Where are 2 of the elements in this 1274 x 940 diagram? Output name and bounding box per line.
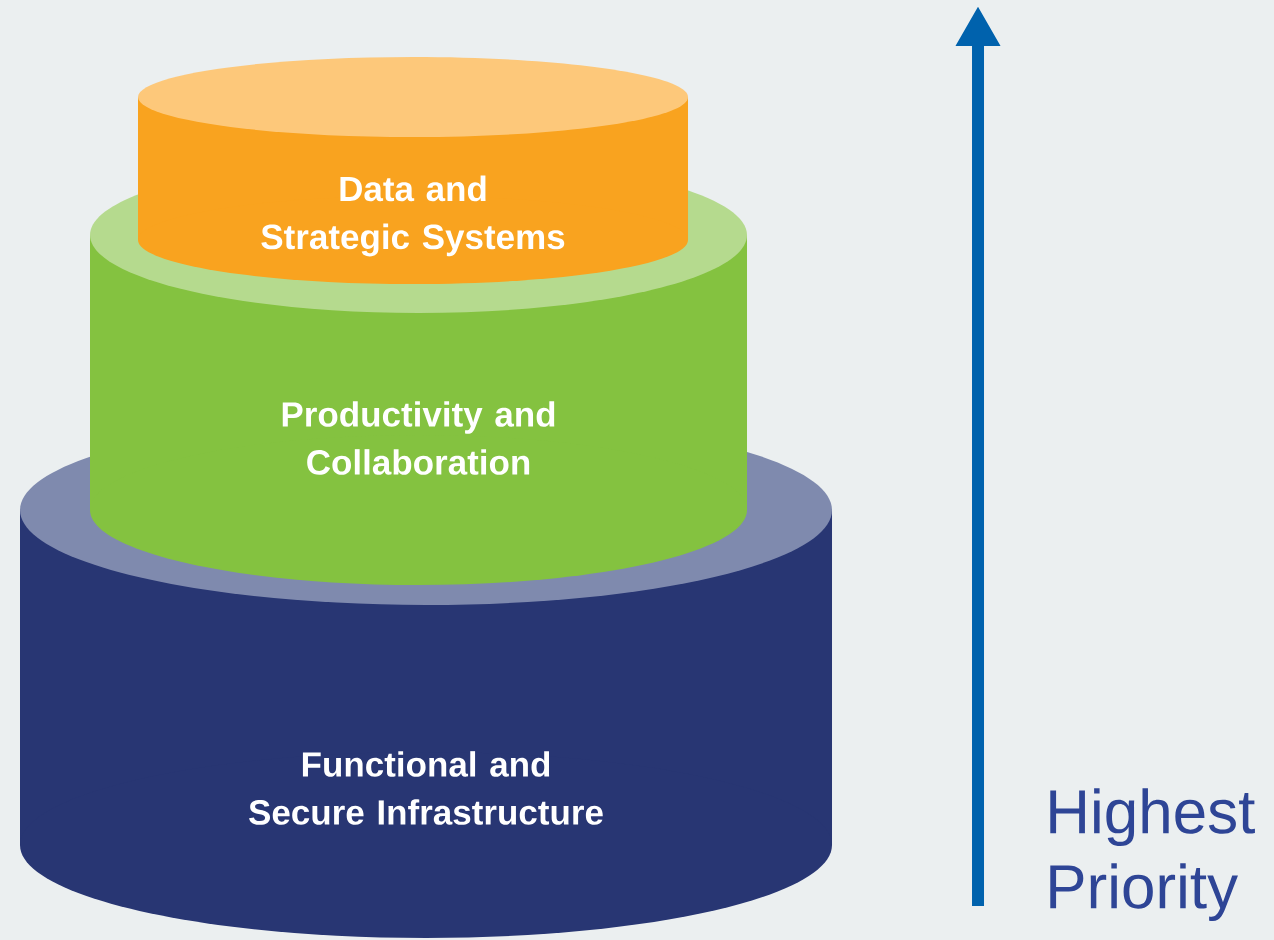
axis-label: Highest Priority [1050,788,1255,921]
cylinder: Data and Strategic Systems [138,57,688,284]
